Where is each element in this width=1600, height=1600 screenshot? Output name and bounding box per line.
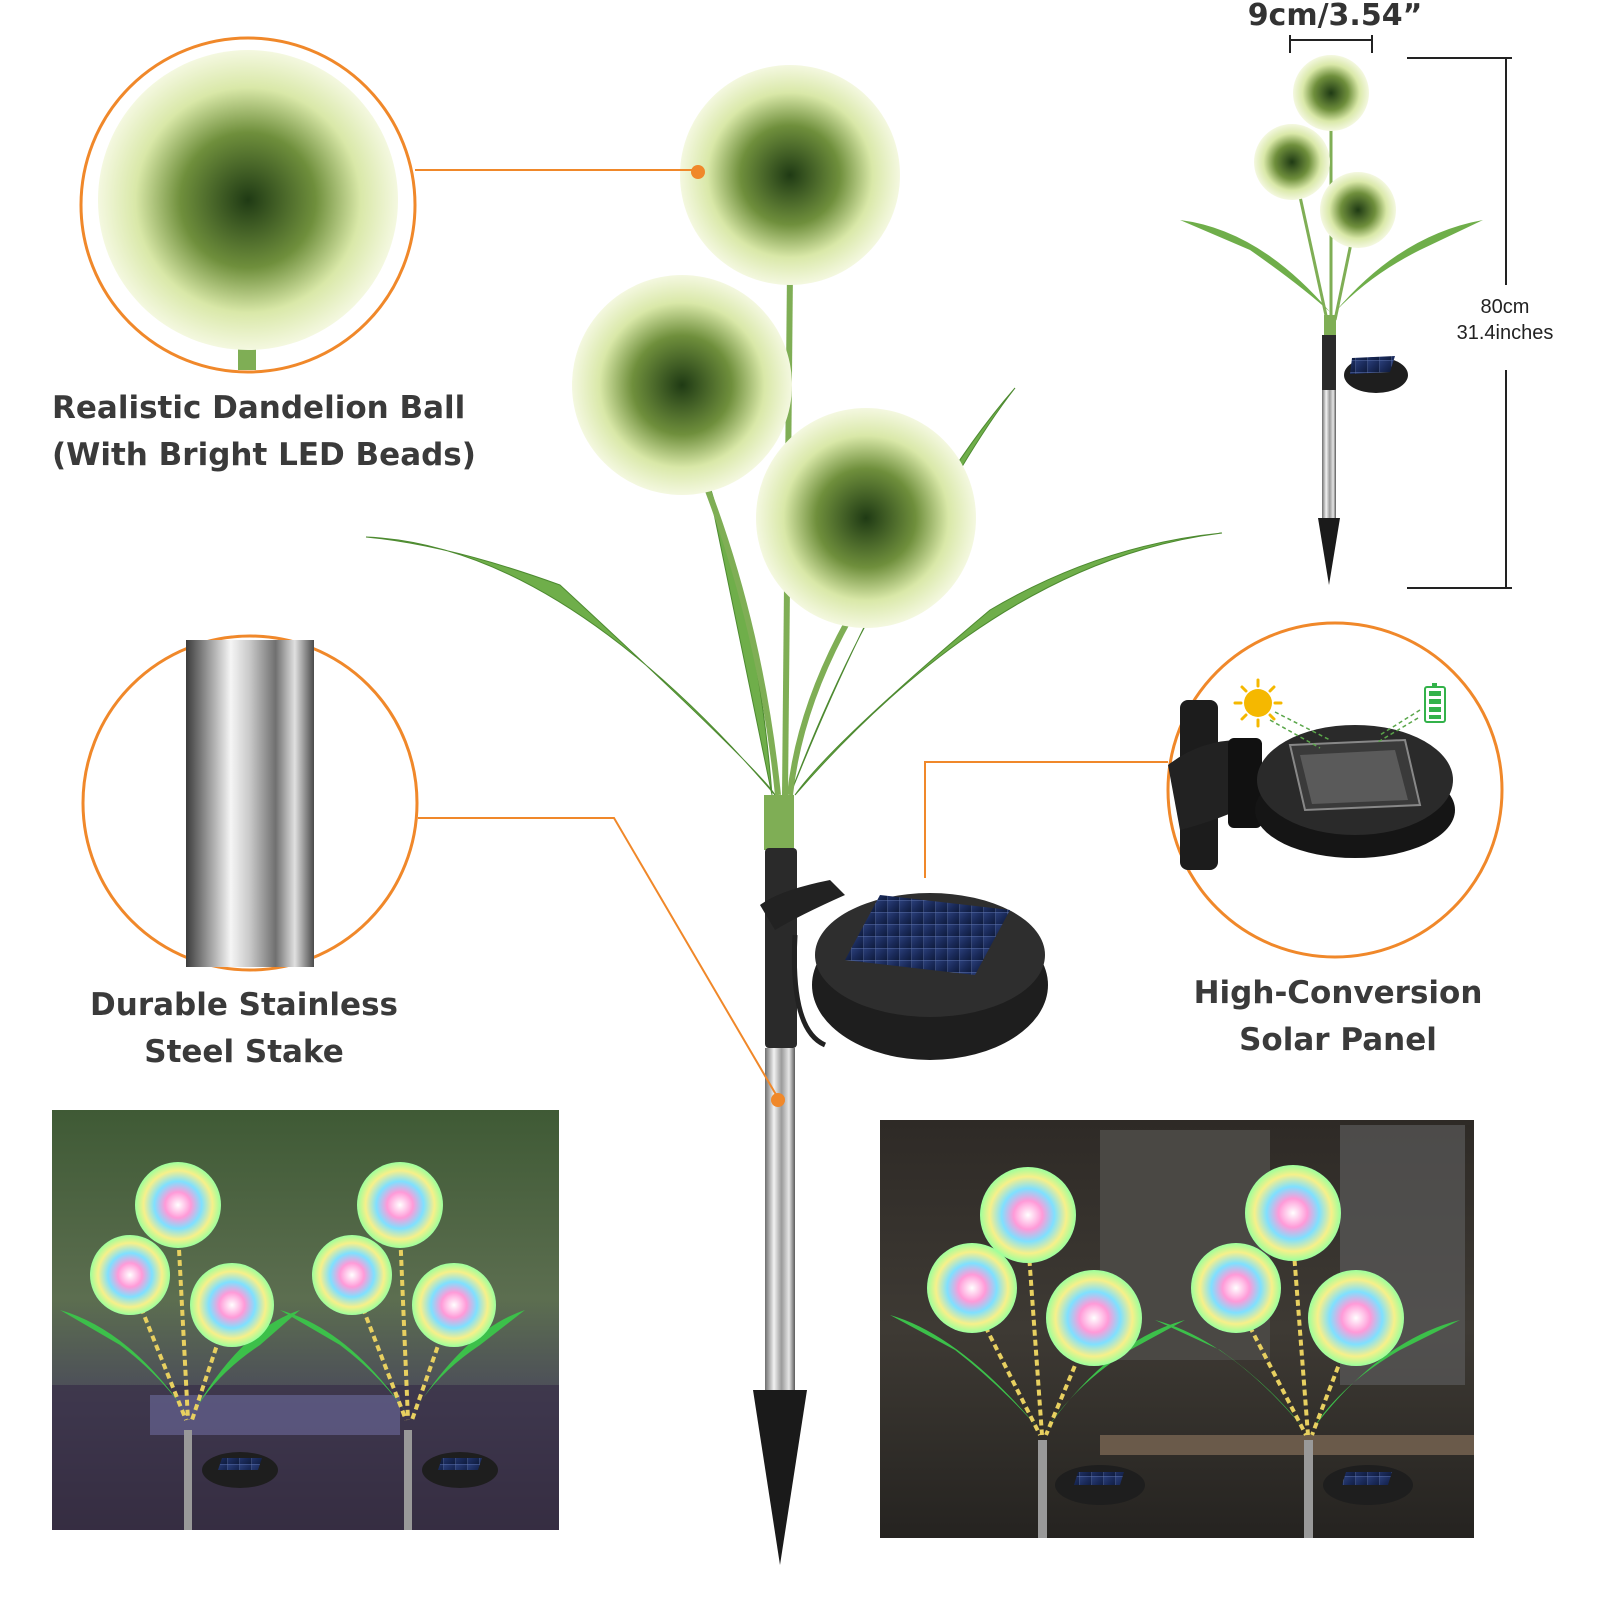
battery-icon <box>1377 683 1446 743</box>
lifestyle-photo-1 <box>52 1110 559 1530</box>
callout-lines <box>415 169 1168 1099</box>
feature-stake-line2: Steel Stake <box>144 1034 344 1070</box>
dimension-diagram <box>1180 35 1512 589</box>
feature-label-stake: Durable Stainless Steel Stake <box>44 982 444 1076</box>
height-cm: 80cm <box>1480 296 1530 318</box>
solar-unit <box>760 880 1048 1060</box>
height-in: 31.4inches <box>1456 322 1554 344</box>
feature-ball-line2: (With Bright LED Beads) <box>52 437 476 473</box>
feature-label-panel: High-Conversion Solar Panel <box>1138 970 1538 1064</box>
dandelion-balls <box>572 65 976 628</box>
sun-icon <box>1233 678 1331 749</box>
feature-stake-line1: Durable Stainless <box>90 987 398 1023</box>
callout-dandelion <box>79 36 417 374</box>
stem-base <box>764 795 794 850</box>
feature-panel-line1: High-Conversion <box>1193 975 1483 1011</box>
feature-label-ball: Realistic Dandelion Ball (With Bright LE… <box>52 385 476 479</box>
feature-panel-line2: Solar Panel <box>1239 1022 1437 1058</box>
feature-ball-line1: Realistic Dandelion Ball <box>52 390 466 426</box>
callout-solar <box>1166 621 1504 959</box>
lifestyle-photo-2 <box>880 1120 1474 1538</box>
callout-dot <box>691 165 705 179</box>
callout-dot <box>771 1093 785 1107</box>
callout-steel <box>81 634 419 972</box>
width-dimension: 9cm/3.54” <box>1247 0 1423 33</box>
stake-spike <box>753 1390 807 1565</box>
height-dimension: 80cm 31.4inches <box>1440 294 1570 346</box>
